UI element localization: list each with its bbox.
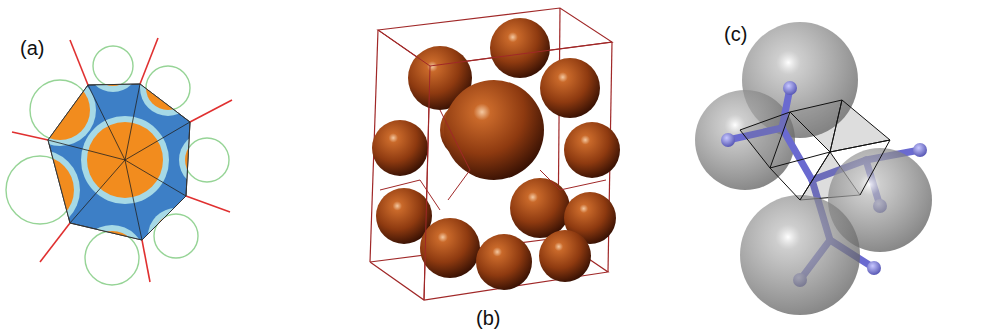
sphere-packing [370,8,620,300]
panel-label: (a) [20,38,44,58]
panel-label: (c) [724,24,747,44]
voronoi-cell [0,38,235,291]
tetrahedra-spheres [695,22,932,315]
panel-label: (b) [476,308,500,328]
